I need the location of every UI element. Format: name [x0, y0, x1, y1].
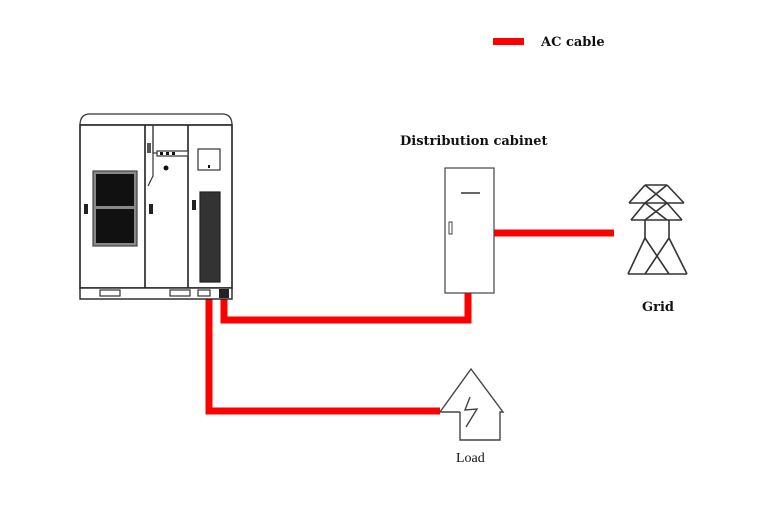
pcs-label-plate	[147, 143, 151, 153]
lightning-bolt-icon	[463, 396, 479, 428]
ac-cables	[205, 229, 614, 415]
pcs-base-slot-3	[197, 289, 211, 297]
pcs-emergency-stop	[163, 165, 169, 171]
pcs-left-window-top	[96, 174, 134, 206]
pcs-base	[79, 287, 233, 300]
pcs-base-slot-2	[169, 289, 191, 297]
legend-ac-cable-swatch	[493, 38, 524, 45]
distribution-cabinet: Distribution cabinet	[400, 134, 548, 294]
pcs-button-2	[166, 152, 169, 155]
distribution-cabinet-handle	[448, 221, 453, 235]
pcs-handle-right	[192, 200, 196, 210]
pcs-button-3	[172, 152, 175, 155]
cable-pcs-to-distribution	[220, 290, 472, 324]
load-label: Load	[456, 451, 485, 466]
distribution-cabinet-body	[444, 167, 495, 294]
pcs-cabinet	[79, 113, 233, 300]
pcs-right-screen-dot	[208, 165, 210, 168]
pcs-vent-grille	[199, 191, 221, 283]
legend: AC cable	[493, 35, 605, 50]
pcs-base-terminal	[219, 289, 229, 298]
pcs-left-window-bottom	[96, 209, 134, 243]
pcs-handle-left	[84, 204, 88, 214]
pcs-cabinet-roof	[79, 113, 233, 126]
cable-pcs-to-load	[205, 290, 440, 415]
grid-label: Grid	[642, 300, 674, 315]
pcs-base-slot-1	[99, 289, 121, 297]
load-house-icon	[438, 367, 505, 441]
legend-ac-cable-label: AC cable	[540, 35, 605, 50]
pcs-button-1	[160, 152, 163, 155]
pcs-right-screen	[197, 148, 221, 171]
grid-tower-icon	[627, 184, 688, 275]
pcs-handle-middle	[149, 204, 153, 214]
distribution-cabinet-label: Distribution cabinet	[400, 134, 548, 149]
